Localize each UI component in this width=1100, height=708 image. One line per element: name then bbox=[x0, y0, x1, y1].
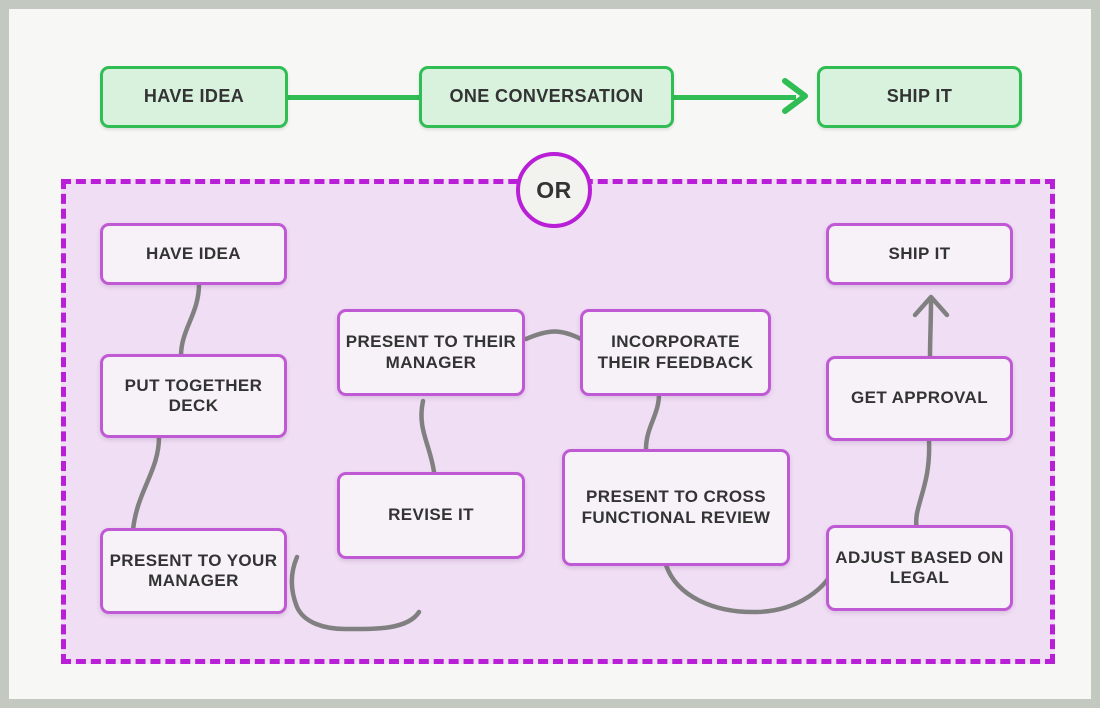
or-label: OR bbox=[536, 176, 572, 203]
node-adjust-based-on-legal[interactable]: ADJUST BASED ON LEGAL bbox=[826, 525, 1013, 611]
node-present-to-cross-functional-review[interactable]: PRESENT TO CROSS FUNCTIONAL REVIEW bbox=[562, 449, 790, 566]
node-label: PUT TOGETHER DECK bbox=[124, 375, 263, 415]
node-label: PRESENT TO CROSS FUNCTIONAL REVIEW bbox=[581, 487, 771, 527]
node-have-idea-alternate[interactable]: HAVE IDEA bbox=[100, 223, 287, 285]
node-label: REVISE IT bbox=[388, 505, 474, 525]
node-label: PRESENT TO THEIR MANAGER bbox=[345, 332, 517, 372]
node-label: SHIP IT bbox=[886, 86, 953, 107]
node-label: HAVE IDEA bbox=[146, 243, 241, 263]
node-present-to-your-manager[interactable]: PRESENT TO YOUR MANAGER bbox=[100, 528, 287, 614]
node-ship-it-happy-path[interactable]: SHIP IT bbox=[817, 66, 1022, 128]
node-revise-it[interactable]: REVISE IT bbox=[337, 472, 525, 559]
node-ship-it-alternate[interactable]: SHIP IT bbox=[826, 223, 1013, 285]
diagram-stage: HAVE IDEA ONE CONVERSATION SHIP IT OR bbox=[9, 9, 1091, 699]
arrowhead-to-ship-it bbox=[782, 78, 808, 114]
node-present-to-their-manager[interactable]: PRESENT TO THEIR MANAGER bbox=[337, 309, 525, 396]
node-label: ADJUST BASED ON LEGAL bbox=[835, 547, 1004, 587]
connector-one-conversation-to-ship-it bbox=[671, 95, 796, 100]
node-label: GET APPROVAL bbox=[850, 388, 989, 408]
node-label: ONE CONVERSATION bbox=[449, 86, 644, 107]
node-put-together-deck[interactable]: PUT TOGETHER DECK bbox=[100, 354, 287, 438]
node-label: HAVE IDEA bbox=[143, 86, 245, 107]
node-label: SHIP IT bbox=[888, 243, 951, 263]
node-label: INCORPORATE THEIR FEEDBACK bbox=[597, 332, 754, 372]
node-have-idea-happy-path[interactable]: HAVE IDEA bbox=[100, 66, 288, 128]
node-one-conversation[interactable]: ONE CONVERSATION bbox=[419, 66, 674, 128]
or-divider-badge: OR bbox=[516, 152, 592, 228]
node-get-approval[interactable]: GET APPROVAL bbox=[826, 356, 1013, 441]
node-label: PRESENT TO YOUR MANAGER bbox=[109, 550, 278, 590]
connector-have-idea-to-one-conversation bbox=[285, 95, 425, 100]
node-incorporate-their-feedback[interactable]: INCORPORATE THEIR FEEDBACK bbox=[580, 309, 771, 396]
